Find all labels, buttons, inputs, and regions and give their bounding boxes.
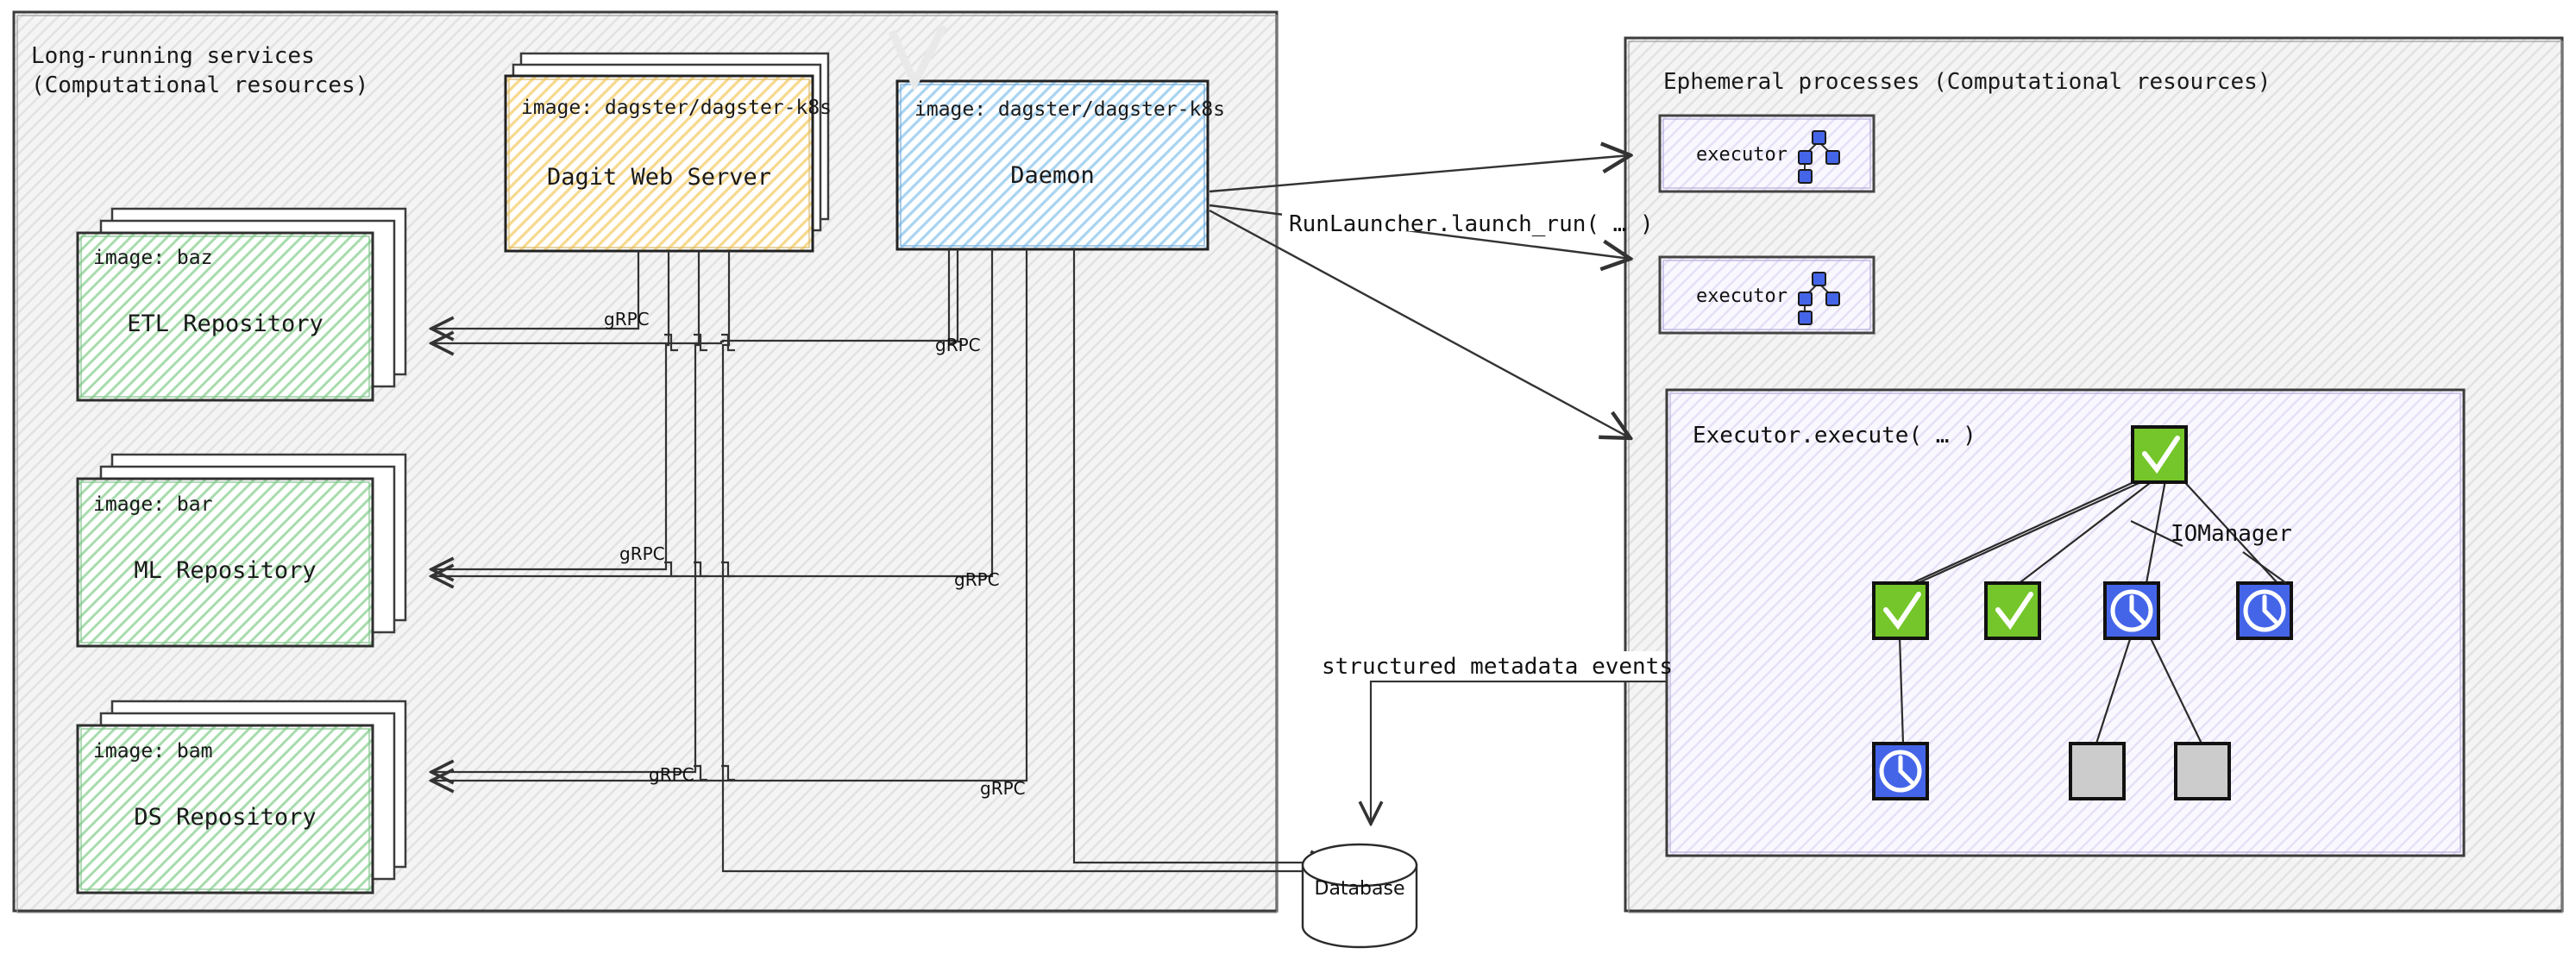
dag-node-success-1 [1872, 581, 1929, 640]
metadata-edge [1371, 680, 1667, 824]
grpc-edges [431, 249, 1333, 871]
ds-repo-image-label: image: bam [93, 740, 213, 763]
dag-node-queued-2 [2174, 742, 2231, 800]
executor-label-1[interactable]: executor [1696, 144, 1787, 166]
execution-panel-shape [1665, 388, 2466, 857]
iomanager-label: IOManager [2171, 521, 2292, 547]
daemon-image-label: image: dagster/dagster-k8s [914, 98, 1226, 121]
ml-repo-title[interactable]: ML Repository [134, 557, 317, 584]
etl-repo-title[interactable]: ETL Repository [127, 311, 324, 337]
dag-node-running-1 [2103, 581, 2160, 640]
dag-node-root [2131, 425, 2188, 484]
iomanager-leader-lines [2130, 520, 2287, 584]
grpc-label-5: gRPC [649, 764, 694, 785]
dag-node-queued-1 [2069, 742, 2126, 800]
left-panel-title: Long-running services(Computational reso… [31, 43, 369, 98]
etl-repo-image-label: image: baz [93, 247, 213, 269]
ml-repo-image-label: image: bar [93, 493, 213, 516]
executor-label-2[interactable]: executor [1696, 286, 1787, 307]
runlauncher-label: RunLauncher.launch_run( … ) [1289, 211, 1654, 237]
grpc-label-1: gRPC [604, 309, 650, 330]
runlauncher-edges [1209, 155, 1630, 438]
line-jumps [664, 333, 735, 781]
ds-repo-box-shape [76, 724, 374, 894]
grpc-label-6: gRPC [980, 778, 1026, 799]
dagit-image-label: image: dagster/dagster-k8s [521, 97, 832, 119]
daemon-title[interactable]: Daemon [1010, 162, 1095, 189]
right-panel-title: Ephemeral processes (Computational resou… [1663, 69, 2271, 95]
ds-repo-title[interactable]: DS Repository [134, 804, 317, 831]
database-label[interactable]: Database [1314, 878, 1405, 900]
grpc-label-2: gRPC [935, 335, 981, 355]
dag-icon-1 [1798, 130, 1840, 184]
grpc-label-4: gRPC [954, 569, 1000, 590]
etl-repo-box-shape [76, 231, 374, 402]
dag-node-success-2 [1984, 581, 2041, 640]
database-shape [1301, 843, 1418, 949]
daemon-box-shape [888, 23, 1209, 251]
dag-node-running-3 [1872, 742, 1929, 800]
grpc-label-3: gRPC [619, 543, 665, 564]
dag-node-running-2 [2236, 581, 2293, 640]
execution-panel-title: Executor.execute( … ) [1693, 423, 1976, 449]
metadata-events-label: structured metadata events [1322, 654, 1673, 680]
dag-icon-2 [1798, 272, 1840, 325]
ml-repo-box-shape [76, 477, 374, 648]
dagit-box-shape [504, 74, 814, 253]
dagit-title[interactable]: Dagit Web Server [546, 164, 772, 191]
runlauncher-label-bg [1282, 197, 1613, 231]
metadata-label-bg [1311, 651, 1674, 681]
